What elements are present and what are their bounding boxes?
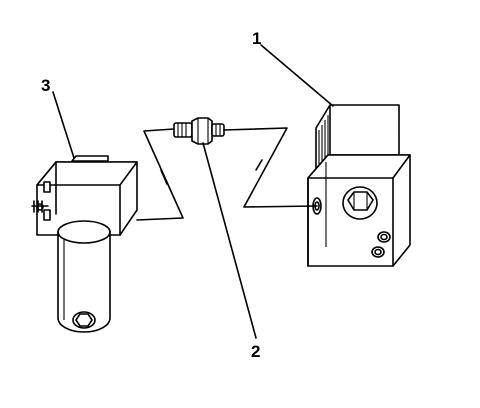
part-2-fitting [173, 117, 225, 145]
callout-2: 2 [251, 342, 260, 361]
leader-lines [52, 44, 334, 339]
part-1-small-bolts [371, 231, 391, 258]
leader-2 [202, 142, 257, 339]
leader-1 [260, 44, 334, 107]
part-1-hex-bolt [342, 186, 378, 220]
part-2-tube [136, 117, 318, 221]
leader-3 [52, 91, 75, 159]
part-1-block [307, 104, 411, 267]
part-3-connector [31, 200, 49, 213]
part-3-housing [36, 161, 138, 236]
part-3-sensor [31, 155, 138, 333]
callout-1: 1 [252, 29, 261, 48]
callout-3: 3 [41, 76, 50, 95]
part-3-cylinder [57, 220, 111, 333]
part-1-hatching [318, 115, 329, 165]
